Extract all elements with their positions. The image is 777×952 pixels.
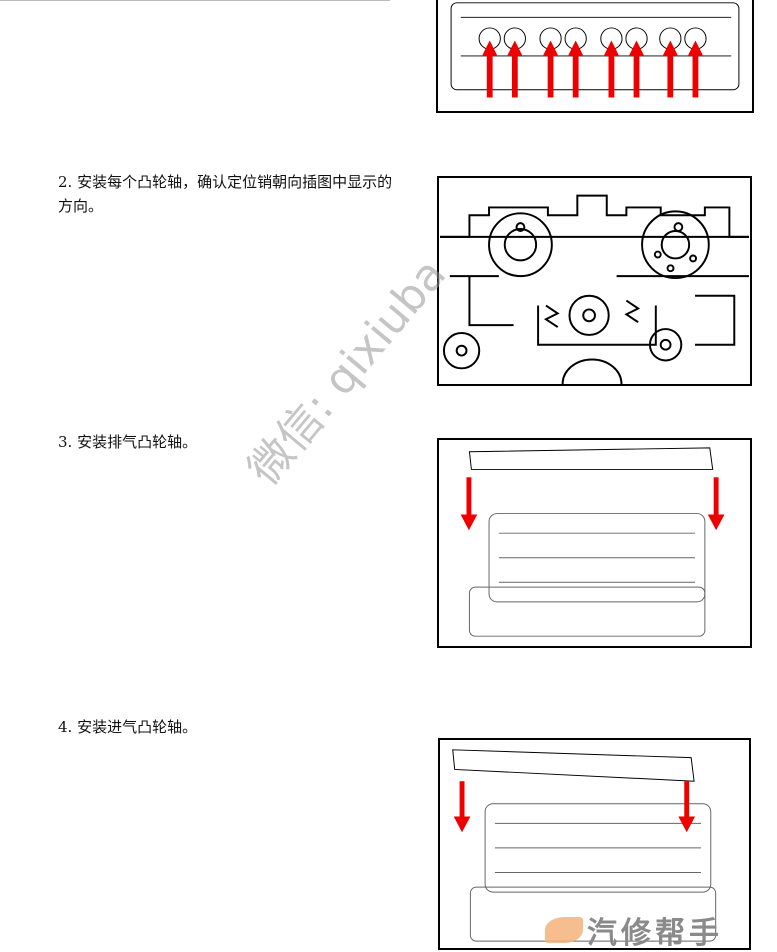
watermark: 微信: qixiuba <box>238 249 457 495</box>
camshaft-dowel-illustration <box>440 194 749 384</box>
figure-install-exhaust-camshaft <box>437 438 752 648</box>
figure-dowel-pin-orientation <box>437 176 752 386</box>
step-4-text: 4. 安装进气凸轮轴。 <box>58 718 198 736</box>
red-down-arrows <box>453 781 696 833</box>
exhaust-camshaft-illustration <box>460 447 725 637</box>
cylinder-head-arrows-illustration <box>450 2 740 98</box>
page-top-border <box>0 0 390 1</box>
red-arrows <box>482 40 704 98</box>
brand-logo: 汽修帮手 <box>545 908 723 952</box>
figure-camshaft-caps <box>436 0 754 113</box>
intake-camshaft-illustration <box>452 749 717 942</box>
figure-install-intake-camshaft <box>438 738 751 950</box>
logo-text: 汽修帮手 <box>587 916 723 951</box>
logo-icon <box>545 917 583 943</box>
step-2-text: 2. 安装每个凸轮轴，确认定位销朝向插图中显示的方向。 <box>58 173 393 215</box>
step-3-text: 3. 安装排气凸轮轴。 <box>58 433 198 451</box>
red-down-arrows <box>460 477 725 531</box>
